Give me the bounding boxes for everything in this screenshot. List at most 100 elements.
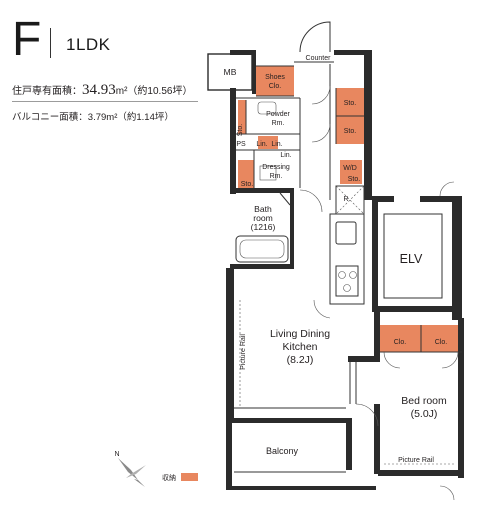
dressing-label-1: Dressing — [262, 164, 290, 171]
lin-label-2: Lin. — [271, 141, 282, 148]
kitchen-sink — [335, 221, 357, 245]
room-labels: MB Shoes Clo. Counter Sto. Sto. Powder R… — [224, 55, 448, 464]
wall-ldk-bottom — [226, 418, 352, 423]
clo-label-2: Clo. — [435, 339, 448, 346]
bathtub-inner — [239, 239, 285, 259]
bed-door-swing — [355, 403, 379, 427]
entrance-door-swing — [299, 21, 331, 53]
ldk-label-1: Living Dining — [270, 328, 330, 340]
exterior-door-swing — [439, 181, 455, 197]
picture-rail-h-label: Picture Rail — [398, 457, 434, 464]
bath-label-1: Bath — [254, 204, 272, 214]
sto-door-swing — [311, 85, 331, 105]
area-underline — [12, 101, 198, 102]
bed-label-2: (5.0J) — [411, 408, 438, 420]
sto-dressing-fill — [238, 160, 254, 188]
sto-powder-label: Sto. — [237, 124, 244, 137]
kitchen-stove — [335, 265, 359, 297]
private-area-unit: m² — [115, 86, 128, 97]
shoes-clo-label-1: Shoes — [265, 74, 285, 81]
private-area-value: 34.93 — [82, 82, 116, 98]
clo-swing-1 — [383, 351, 401, 369]
compass-arrow-tail — [134, 479, 145, 487]
fridge-x2 — [335, 185, 365, 215]
wall-mb-right — [252, 50, 256, 94]
walls — [207, 50, 464, 490]
north-compass: N — [114, 451, 146, 487]
wall-elv-left — [372, 196, 378, 312]
lin-label-1: Lin. — [256, 141, 267, 148]
mb-label: MB — [224, 67, 237, 77]
sto-a-label: Sto. — [344, 100, 357, 107]
storage-legend-label: 収納 — [162, 473, 176, 482]
wall-balcony-bottom — [226, 486, 376, 490]
wall-left-upper — [230, 88, 236, 194]
powder-toilet — [257, 101, 277, 115]
ps-label: PS — [236, 141, 246, 148]
burner-1 — [338, 271, 346, 279]
bath-label-2: room — [253, 213, 273, 223]
dressing-label-2: Rm. — [270, 173, 283, 180]
fridge-x1 — [335, 185, 365, 215]
bath-label-3: (1216) — [251, 222, 276, 232]
wall-bed-left-bottom — [374, 404, 380, 474]
private-area-tsubo: （約10.56坪） — [127, 86, 193, 97]
clo-label-1: Clo. — [394, 339, 407, 346]
balcony-area-row: バルコニー面積：3.79m²（約1.14坪） — [12, 112, 174, 123]
storage-legend-swatch — [181, 473, 198, 481]
wall-top-right — [334, 50, 364, 55]
bath-door — [279, 192, 291, 206]
wd-label: W/D — [343, 165, 357, 172]
wall-elv-right — [452, 196, 462, 320]
wall-bath-right — [290, 188, 294, 268]
ldk-label-3: (8.2J) — [287, 354, 314, 366]
wd-sto-fill — [340, 160, 362, 184]
sto-b-label: Sto. — [344, 128, 357, 135]
door-swings — [299, 21, 459, 501]
wall-right-upper — [364, 50, 372, 200]
elv-shaft-inner — [383, 213, 443, 299]
wall-top-left — [230, 50, 256, 55]
shoes-clo-label-2: Clo. — [269, 83, 282, 90]
lin-fill — [258, 136, 278, 149]
bed-label-1: Bed room — [401, 395, 447, 407]
wall-bed-left-top — [374, 312, 380, 362]
wall-bed-bottom — [378, 470, 464, 476]
exterior-door-swing-2 — [439, 485, 455, 501]
north-label: N — [114, 451, 119, 458]
dressing-basin — [259, 165, 277, 181]
corridor-door-swing — [299, 189, 323, 213]
private-area-row: 住戸専有面積：34.93m²（約10.56坪） — [12, 82, 192, 99]
counter-label: Counter — [306, 55, 332, 62]
wall-ldk-left — [226, 268, 234, 418]
powder-label-2: Rm. — [272, 120, 285, 127]
compass-cross — [126, 465, 146, 478]
wall-elv-top-right — [420, 196, 462, 202]
powder-label-1: Powder — [266, 111, 290, 118]
title-divider — [50, 28, 51, 58]
wall-elv-bottom — [372, 306, 462, 312]
wall-balcony-right — [346, 418, 352, 470]
ldk-door-swing — [313, 299, 331, 319]
unit-type: 1LDK — [66, 35, 111, 54]
shoes-clo-fill — [256, 66, 294, 96]
sto-dressing-label: Sto. — [241, 181, 254, 188]
burner-3 — [343, 284, 351, 292]
ldk-label-2: Kitchen — [282, 341, 317, 353]
picture-rail-v-label: Picture Rail — [240, 334, 247, 370]
wall-ldk-bed — [348, 356, 378, 362]
wall-bed-right — [458, 318, 464, 478]
private-area-label: 住戸専有面積： — [12, 86, 82, 97]
elv-label: ELV — [400, 252, 423, 266]
kitchen-counter — [329, 213, 365, 305]
burner-2 — [349, 271, 357, 279]
sto-powder-fill — [238, 100, 246, 134]
wall-elv-top-left — [372, 196, 394, 202]
unit-letter: F — [12, 13, 42, 66]
wall-balcony-left — [226, 418, 232, 486]
balcony-label: Balcony — [266, 446, 299, 456]
wall-bath-bottom — [230, 264, 294, 269]
sto-door-swing-2 — [311, 123, 331, 143]
wd-sto-label: Sto. — [348, 176, 361, 183]
